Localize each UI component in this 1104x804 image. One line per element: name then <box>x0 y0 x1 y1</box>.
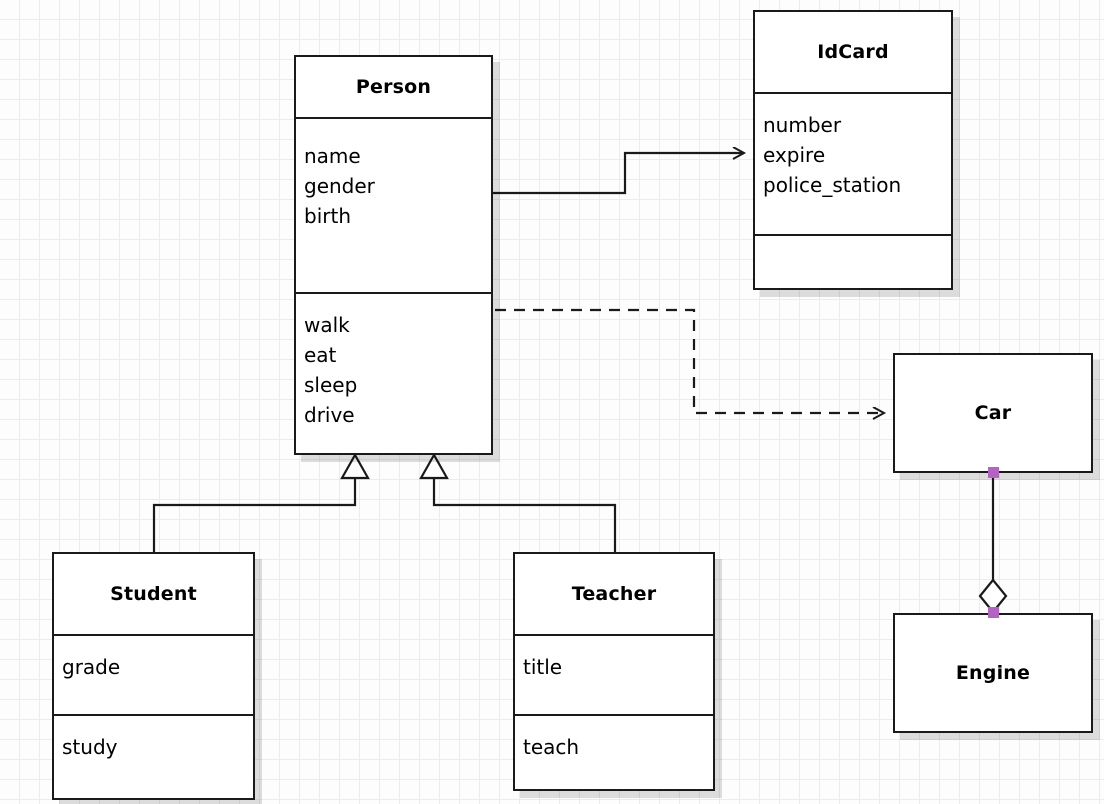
class-title-teacher: Teacher <box>515 554 713 634</box>
operation-item: study <box>62 735 118 759</box>
class-name-label: Engine <box>955 662 1031 684</box>
operation-item: drive <box>304 403 355 427</box>
operation-item: eat <box>304 343 337 367</box>
attribute-item: grade <box>62 655 121 679</box>
class-title-car: Car <box>895 355 1091 471</box>
uml-class-teacher[interactable]: Teacher title teach <box>513 552 715 791</box>
class-title-engine: Engine <box>895 615 1091 731</box>
uml-class-engine[interactable]: Engine <box>893 613 1093 733</box>
operation-item: teach <box>523 735 580 759</box>
operations-compartment-teacher: teach <box>515 714 713 789</box>
attributes-compartment-idcard: number expire police_station <box>755 92 951 234</box>
connection-handle-engine-end[interactable] <box>988 607 999 618</box>
operation-item: walk <box>304 313 350 337</box>
attributes-compartment-teacher: title <box>515 634 713 714</box>
class-title-student: Student <box>54 554 253 634</box>
class-name-label: Person <box>355 76 432 98</box>
connection-handle-car-end[interactable] <box>988 467 999 478</box>
operations-compartment-student: study <box>54 714 253 798</box>
aggregation-engine-car[interactable] <box>978 473 1008 614</box>
dependency-person-car[interactable] <box>495 308 884 413</box>
hollow-triangle-arrowhead <box>340 452 370 480</box>
class-name-label: Student <box>110 583 197 605</box>
uml-class-student[interactable]: Student grade study <box>52 552 255 800</box>
attribute-item: name <box>304 144 361 168</box>
generalization-student-person[interactable] <box>152 452 370 552</box>
uml-class-car[interactable]: Car <box>893 353 1093 473</box>
attributes-compartment-person: name gender birth <box>296 117 491 292</box>
attribute-item: birth <box>304 204 351 228</box>
operations-compartment-idcard <box>755 234 951 284</box>
attributes-compartment-student: grade <box>54 634 253 714</box>
operations-compartment-person: walk eat sleep drive <box>296 292 491 453</box>
class-name-label: Car <box>974 402 1012 424</box>
class-name-label: IdCard <box>817 41 889 63</box>
attribute-item: number <box>763 113 842 137</box>
empty-operations-placeholder <box>755 236 951 284</box>
attribute-item: gender <box>304 174 375 198</box>
class-name-label: Teacher <box>571 583 657 605</box>
hollow-triangle-arrowhead <box>419 452 449 480</box>
attribute-item: police_station <box>763 173 902 197</box>
attribute-item: title <box>523 655 563 679</box>
uml-class-person[interactable]: Person name gender birth walk eat sleep … <box>294 55 493 455</box>
uml-class-idcard[interactable]: IdCard number expire police_station <box>753 10 953 290</box>
class-title-idcard: IdCard <box>755 12 951 92</box>
attribute-item: expire <box>763 143 826 167</box>
association-person-idcard[interactable] <box>493 153 744 195</box>
operation-item: sleep <box>304 373 358 397</box>
class-title-person: Person <box>296 57 491 117</box>
generalization-teacher-person[interactable] <box>419 452 617 552</box>
